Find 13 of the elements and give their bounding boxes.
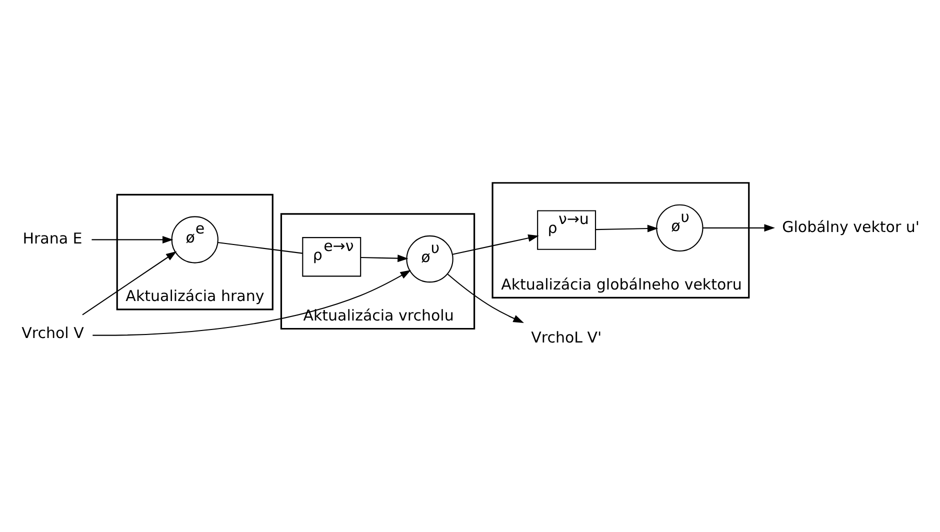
node-text: Globálny vektor u' <box>782 218 920 236</box>
arrow <box>596 224 658 232</box>
arrow <box>92 270 412 336</box>
node-text: Vrchol V <box>22 324 84 342</box>
arrow <box>82 251 177 316</box>
arrow <box>452 234 539 255</box>
connector <box>218 242 303 254</box>
node-text: Hrana E <box>22 230 82 248</box>
arrow <box>92 236 174 244</box>
arrow <box>447 274 524 323</box>
arrow <box>360 254 408 262</box>
node-text: VrchoL V' <box>531 328 602 346</box>
arrow <box>702 224 775 232</box>
